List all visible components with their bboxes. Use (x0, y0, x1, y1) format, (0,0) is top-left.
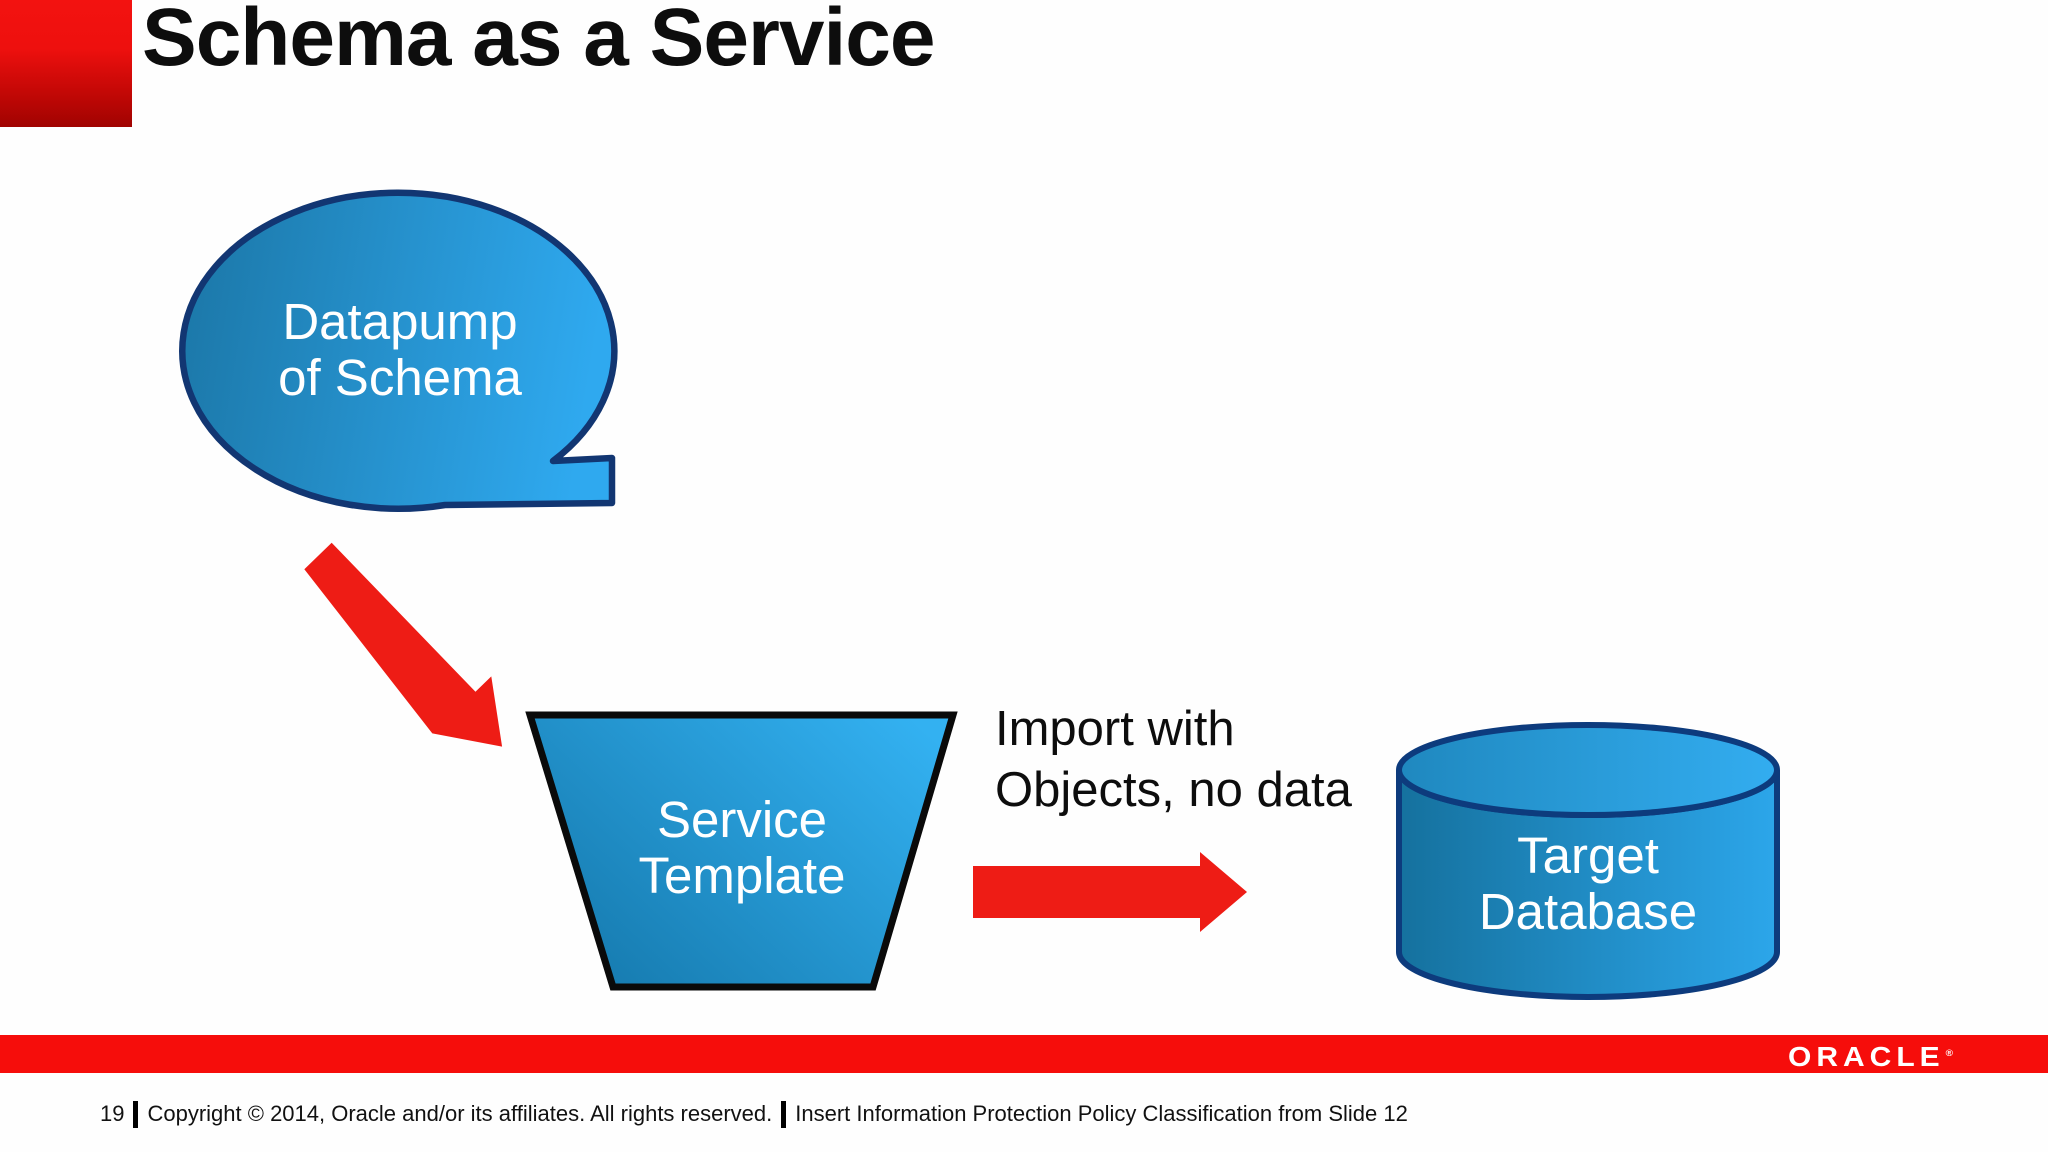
target-database-label: Target Database (1418, 828, 1758, 940)
page-number: 19 (100, 1101, 125, 1126)
oracle-logo-text: ORACLE (1788, 1042, 1945, 1073)
oracle-logo: ORACLE® (1788, 1038, 1954, 1073)
page-title: Schema as a Service (142, 0, 935, 83)
import-annotation: Import with Objects, no data (995, 699, 1555, 821)
datapump-label-line1: Datapump (282, 293, 518, 350)
copyright-text: Copyright © 2014, Oracle and/or its affi… (147, 1101, 773, 1126)
datapump-label-line2: of Schema (278, 349, 522, 406)
datapump-callout-label: Datapump of Schema (230, 294, 570, 406)
footer: 19 Copyright © 2014, Oracle and/or its a… (100, 1099, 1408, 1129)
registered-trademark-icon: ® (1945, 1048, 1954, 1059)
datapump-callout-shape (179, 189, 618, 512)
target-database-label-line2: Database (1478, 883, 1698, 940)
service-template-funnel-shape (525, 711, 958, 991)
arrow-right (973, 852, 1247, 932)
service-template-label: Service Template (572, 792, 912, 904)
footer-separator (781, 1100, 787, 1128)
brand-bar (0, 1035, 2048, 1073)
service-template-label-line2: Template (638, 847, 846, 904)
classification-text: Insert Information Protection Policy Cla… (795, 1101, 1408, 1126)
target-database-label-line1: Target (1517, 827, 1659, 884)
footer-separator (133, 1100, 139, 1128)
service-template-label-line1: Service (656, 791, 828, 848)
import-annotation-line2: Objects, no data (995, 763, 1352, 817)
target-database-cylinder-top (1396, 722, 1780, 818)
import-annotation-line1: Import with (995, 702, 1235, 756)
arrow-down-right (304, 542, 503, 747)
red-corner-square (0, 0, 132, 127)
